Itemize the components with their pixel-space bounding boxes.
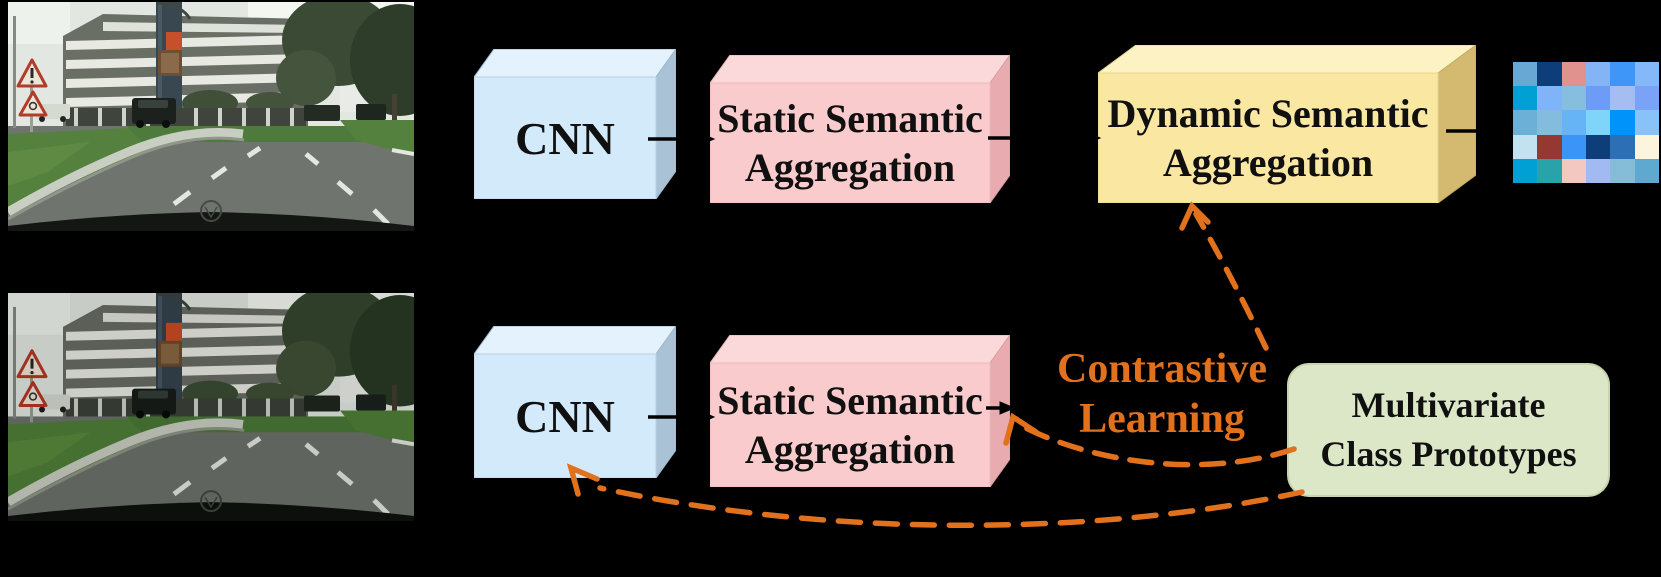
static-front-face <box>710 362 991 487</box>
static-front-face <box>710 82 991 203</box>
feature-map-cell <box>1537 134 1562 159</box>
static-label: Static Semantic Aggregation <box>710 83 990 203</box>
feature-map-cell <box>1513 158 1538 183</box>
feature-map-cell <box>1634 134 1659 159</box>
static-label-line1: Static Semantic <box>717 96 983 141</box>
contrastive-learning-label: Contrastive Learning <box>1030 342 1294 446</box>
cnn-block-bottom: CNN <box>474 326 676 478</box>
static-aggregation-block-top: Static Semantic Aggregation <box>710 55 1010 203</box>
feature-map-cell <box>1586 134 1611 159</box>
cnn-label: CNN <box>515 112 615 164</box>
feature-map-cell <box>1513 134 1538 159</box>
feature-map-cell <box>1586 62 1611 87</box>
feature-map-cell <box>1537 62 1562 87</box>
static-label-line2: Aggregation <box>744 145 956 190</box>
dynamic-side-face <box>1437 45 1476 203</box>
feature-map-cell <box>1561 86 1586 111</box>
static-top-face <box>710 55 1010 84</box>
feature-map-cell <box>1610 110 1635 135</box>
static-label: Static Semantic Aggregation <box>710 363 990 487</box>
feature-map-cell <box>1610 86 1635 111</box>
dashed-arrow-prototypes-to-cnn <box>597 485 1305 529</box>
dynamic-label-line2: Aggregation <box>1162 140 1374 185</box>
multivariate-class-prototypes-box: Multivariate Class Prototypes <box>1287 363 1610 497</box>
feature-map-cell <box>1513 86 1538 111</box>
dynamic-front-face <box>1098 72 1439 203</box>
prototypes-line2: Class Prototypes <box>1320 434 1577 474</box>
feature-map-cell <box>1610 62 1635 87</box>
static-label-line2: Aggregation <box>744 427 956 472</box>
arrowhead <box>1497 124 1514 138</box>
feature-map-cell <box>1513 110 1538 135</box>
feature-map-cell <box>1610 134 1635 159</box>
cnn-block-top: CNN <box>474 49 676 199</box>
prototypes-line1: Multivariate <box>1351 385 1546 425</box>
dashed-arrow-prototypes-to-dynamic <box>1193 211 1269 351</box>
contrastive-line2: Learning <box>1079 396 1245 442</box>
orange-arrowhead <box>1179 201 1211 231</box>
feature-map-cell <box>1561 158 1586 183</box>
dynamic-top-face <box>1098 45 1476 74</box>
cnn-label: CNN <box>515 390 615 442</box>
feature-map-grid <box>1513 62 1659 183</box>
dynamic-label: Dynamic Semantic Aggregation <box>1098 73 1438 203</box>
feature-map-cell <box>1537 158 1562 183</box>
street-scene-photo-top <box>8 2 414 231</box>
feature-map-cell <box>1561 110 1586 135</box>
street-scene-photo-bottom <box>8 293 414 521</box>
feature-map-cell <box>1586 158 1611 183</box>
feature-map-cell <box>1634 62 1659 87</box>
feature-map-cell <box>1513 62 1538 87</box>
feature-map-cell <box>1537 110 1562 135</box>
static-top-face <box>710 335 1010 364</box>
feature-map-cell <box>1537 86 1562 111</box>
contrastive-line1: Contrastive <box>1057 346 1267 392</box>
static-aggregation-block-bottom: Static Semantic Aggregation <box>710 335 1010 487</box>
cnn-top-face <box>474 49 676 78</box>
feature-map-cell <box>1561 62 1586 87</box>
feature-map-cell <box>1634 158 1659 183</box>
cnn-front-face <box>474 353 657 478</box>
feature-map-cell <box>1610 158 1635 183</box>
feature-map-cell <box>1586 110 1611 135</box>
feature-map-cell <box>1634 110 1659 135</box>
cnn-top-face <box>474 326 676 355</box>
feature-map-cell <box>1586 86 1611 111</box>
dynamic-aggregation-block: Dynamic Semantic Aggregation <box>1098 45 1476 203</box>
static-label-line1: Static Semantic <box>717 378 983 423</box>
dynamic-label-line1: Dynamic Semantic <box>1107 91 1429 136</box>
feature-map-cell <box>1561 134 1586 159</box>
feature-map-cell <box>1634 86 1659 111</box>
